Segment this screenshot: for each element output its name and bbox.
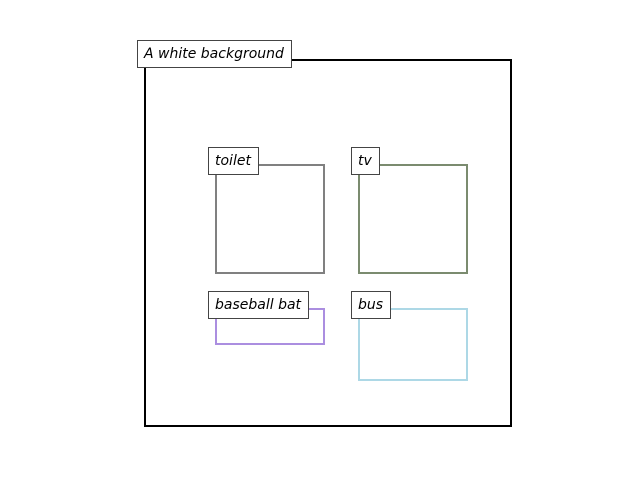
bus-bounding-box — [358, 308, 468, 381]
scene-caption-label: A white background — [137, 40, 292, 68]
tv-bounding-box — [358, 164, 468, 274]
baseball-bat-label: baseball bat — [208, 291, 310, 319]
tv-label: tv — [351, 147, 380, 175]
scene-frame — [144, 59, 512, 427]
bus-label: bus — [351, 291, 392, 319]
toilet-bounding-box — [215, 164, 325, 274]
toilet-label: toilet — [208, 147, 259, 175]
